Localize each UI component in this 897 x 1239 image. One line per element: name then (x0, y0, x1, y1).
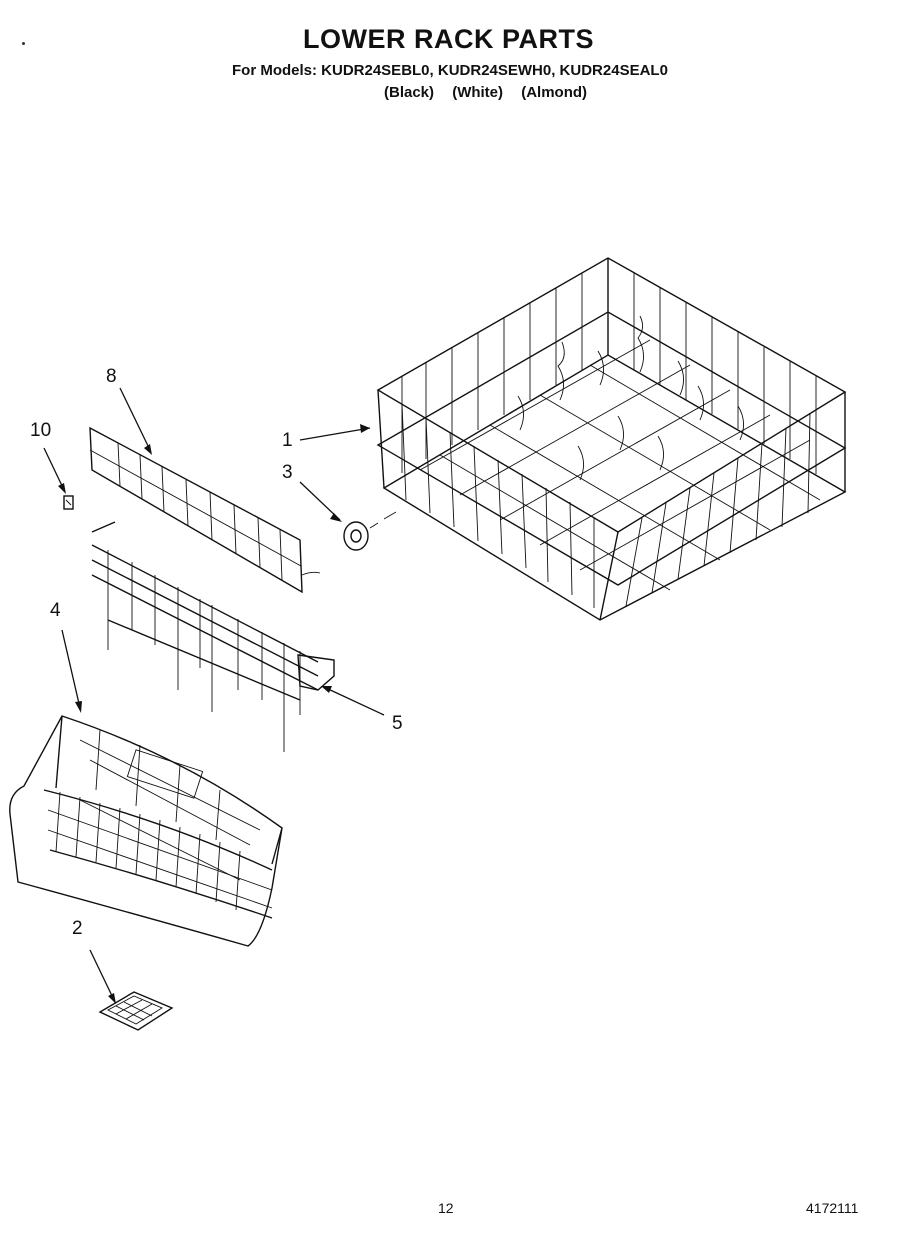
callout-leaders (43, 387, 385, 1004)
callout-2: 2 (72, 918, 83, 939)
arrowhead-2 (108, 993, 116, 1004)
callout-8: 8 (106, 366, 117, 387)
models-line: For Models: KUDR24SEBL0, KUDR24SEWH0, KU… (232, 62, 668, 79)
callout-5: 5 (392, 713, 403, 734)
arrowhead-3 (330, 513, 342, 522)
callout-3: 3 (282, 462, 293, 483)
callout-1: 1 (282, 430, 293, 451)
speck-mark (22, 42, 25, 45)
wheel-drawing (343, 511, 397, 551)
arrowhead-5 (321, 686, 332, 693)
callout-10: 10 (30, 420, 52, 441)
basket-drawing (9, 715, 283, 947)
shield-drawing (89, 426, 321, 594)
color-black: (Black) (384, 84, 435, 101)
document-number: 4172111 (806, 1200, 859, 1216)
color-variants: (Black) (White) (Almond) (384, 84, 601, 101)
color-almond: (Almond) (521, 84, 588, 101)
arrowhead-10 (58, 483, 66, 494)
lower-rack-drawing (376, 257, 847, 621)
arrowhead-8 (144, 444, 152, 455)
color-white: (White) (452, 84, 504, 101)
arrowhead-4 (75, 701, 82, 713)
page-title: LOWER RACK PARTS (303, 24, 594, 54)
basket-lid-drawing (98, 991, 174, 1031)
callout-4: 4 (50, 600, 61, 621)
page-number: 12 (438, 1200, 454, 1216)
clip-drawing (63, 495, 74, 510)
tine-row-drawing (91, 521, 335, 752)
arrowhead-1 (360, 424, 370, 433)
